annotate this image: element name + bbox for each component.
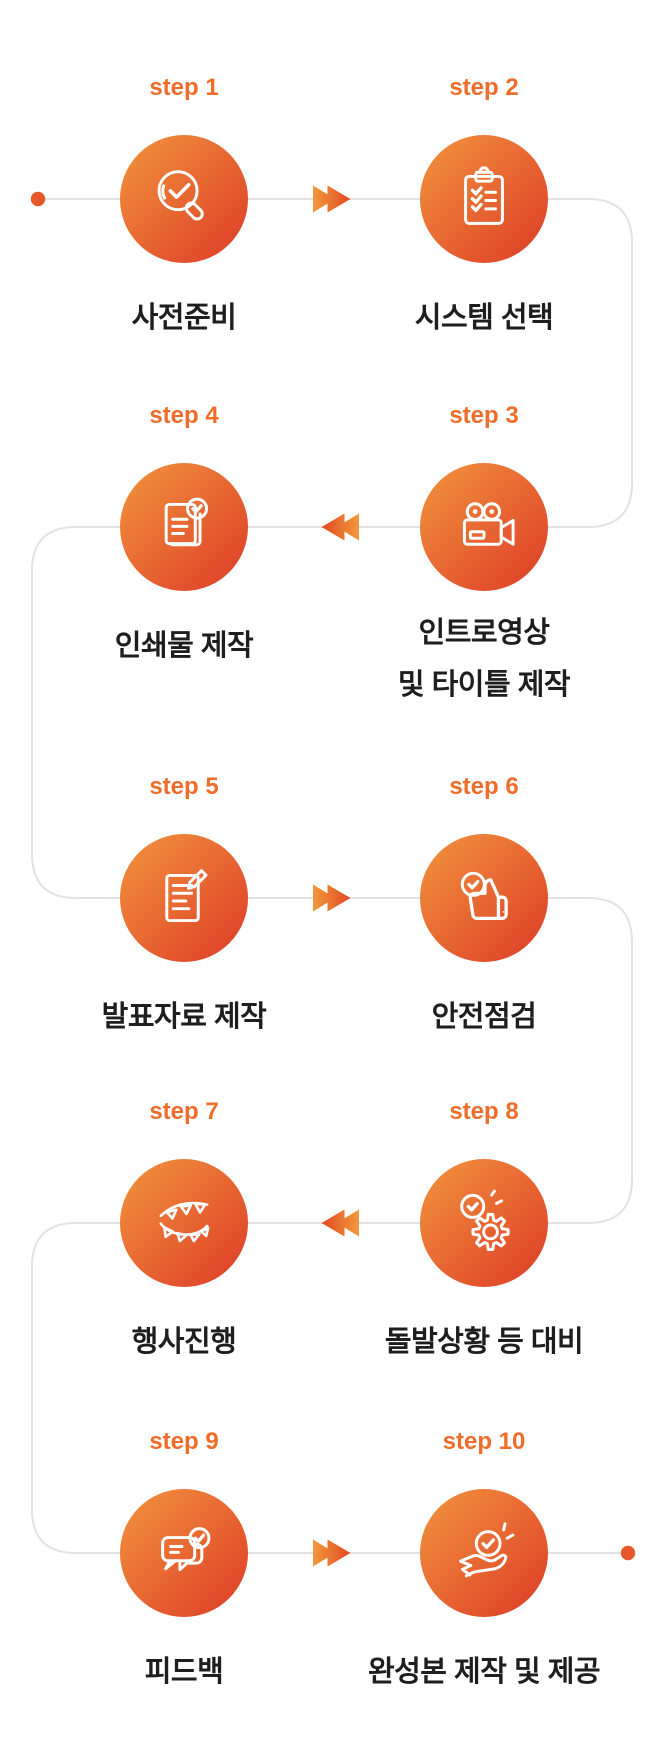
step-title: 발표자료 제작: [101, 1001, 267, 1033]
step-label: step 2: [449, 74, 519, 101]
magnifier-check-icon: [157, 170, 204, 221]
step-label: step 7: [149, 1098, 219, 1125]
step-circle: [120, 1159, 248, 1287]
step-circle: [420, 1159, 548, 1287]
chat-check-icon: [161, 1527, 211, 1572]
bunting-flags-icon: [159, 1201, 210, 1243]
hand-check-icon: [459, 1522, 515, 1578]
step-label: step 8: [449, 1098, 519, 1125]
flow-arrow-left: [321, 513, 359, 541]
flow-arrow-right: [313, 1539, 351, 1567]
step-label: step 10: [442, 1428, 526, 1455]
step-circle: [420, 834, 548, 962]
step-title: 안전점검: [431, 1001, 537, 1033]
step-title: 행사진행: [131, 1326, 237, 1358]
step-circle: [120, 135, 248, 263]
flow-arrow-right: [313, 185, 351, 213]
thumbs-up-check-icon: [460, 871, 508, 920]
step-title-line: 및 타이틀 제작: [397, 669, 571, 701]
step-label: step 6: [449, 773, 519, 800]
step-circle: [120, 463, 248, 591]
step-label: step 9: [149, 1428, 219, 1455]
step-title-line: 인트로영상: [418, 617, 550, 649]
video-camera-icon: [462, 502, 515, 546]
clipboard-checklist-icon: [464, 166, 504, 225]
flow-end-dot: [620, 1545, 636, 1561]
step-label: step 3: [449, 402, 519, 429]
gear-check-icon: [460, 1189, 510, 1251]
step-title: 완성본 제작 및 제공: [367, 1656, 601, 1688]
step-circle: [120, 834, 248, 962]
step-circle: [420, 135, 548, 263]
step-label: step 5: [149, 773, 219, 800]
step-title: 돌발상황 등 대비: [384, 1326, 584, 1358]
documents-check-icon: [164, 497, 209, 547]
step-label: step 1: [149, 74, 219, 101]
step-circle: [420, 1489, 548, 1617]
step-title: 시스템 선택: [414, 302, 554, 334]
flow-arrow-right: [313, 884, 351, 912]
step-title: 인쇄물 제작: [114, 630, 254, 662]
flow-arrow-left: [321, 1209, 359, 1237]
step-title: 피드백: [144, 1656, 224, 1688]
flow-start-dot: [30, 191, 46, 207]
step-title: 사전준비: [131, 302, 237, 334]
step-circle: [120, 1489, 248, 1617]
step-circle: [420, 463, 548, 591]
step-label: step 4: [149, 402, 219, 429]
document-edit-icon: [165, 869, 208, 923]
